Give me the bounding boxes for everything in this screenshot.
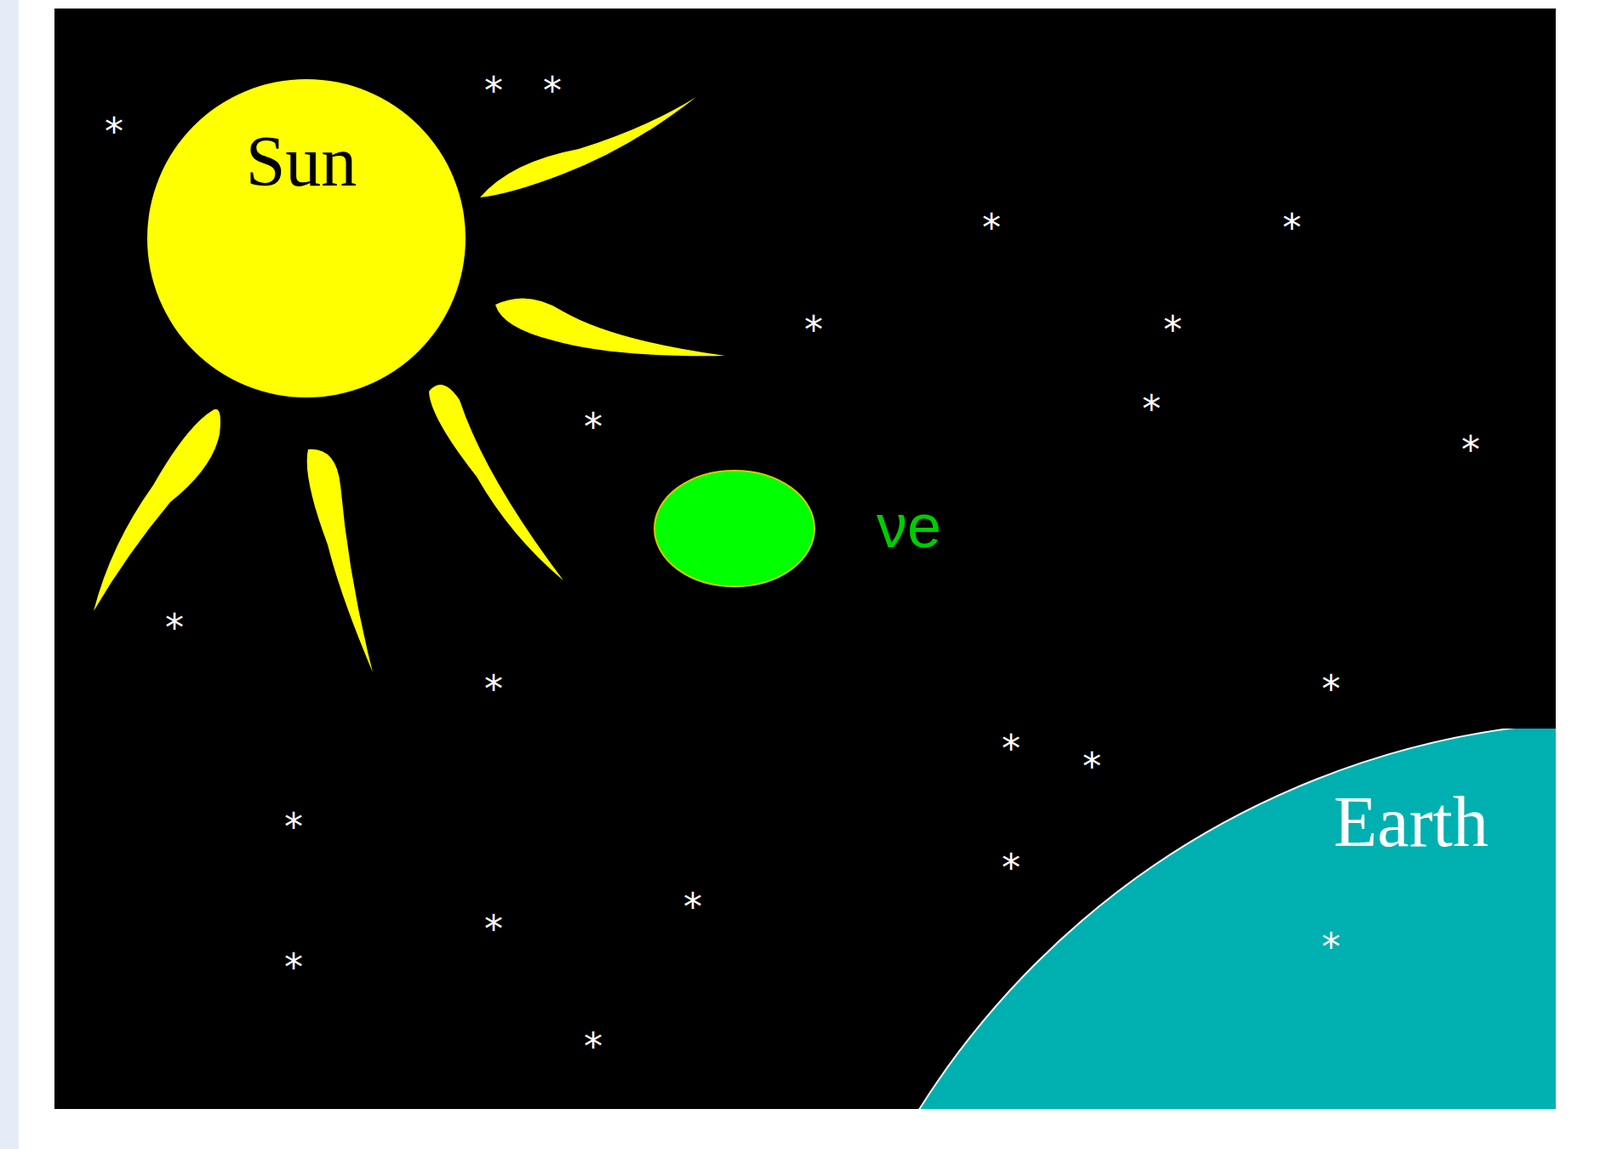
star-mark: * (484, 72, 503, 110)
star-mark: * (982, 209, 1001, 247)
sun-circle: Sun (146, 78, 467, 399)
sun-ray (480, 97, 697, 198)
neutrino-ellipse-shape (652, 468, 817, 589)
star-mark: * (1082, 748, 1102, 786)
star-mark: * (284, 808, 303, 846)
star-mark: * (104, 113, 124, 151)
star-mark: * (683, 888, 703, 926)
star-mark: * (1142, 390, 1161, 429)
earth-region: Earth (915, 728, 1556, 1109)
star-mark: * (1001, 849, 1021, 887)
node-label: Sun (245, 122, 358, 201)
star-mark: * (1321, 670, 1341, 709)
sun-ray (307, 449, 373, 673)
slide-edge (0, 0, 19, 1149)
sun-ray (495, 297, 726, 356)
star-mark: * (284, 948, 303, 987)
star-mark: * (484, 670, 503, 709)
star-mark: * (804, 311, 823, 349)
star-mark: * (1282, 209, 1302, 247)
star-mark: * (165, 609, 184, 647)
node-label: Earth (1333, 782, 1489, 862)
neutrino-ellipse: νe (652, 468, 817, 589)
earth-disc (915, 728, 1556, 1109)
star-mark: * (484, 910, 503, 949)
star-mark: * (583, 1028, 603, 1066)
sun-ray (428, 384, 564, 581)
neutrino-blob (654, 470, 815, 587)
star-mark: * (1001, 730, 1021, 768)
star-mark: * (1163, 311, 1183, 349)
sun-disc (147, 79, 466, 398)
star-mark: * (542, 72, 562, 110)
star-mark: * (1461, 431, 1480, 469)
node-label: νe (876, 492, 942, 560)
sun-ray (93, 409, 221, 612)
space-background (54, 8, 1556, 1109)
star-mark: * (1321, 928, 1341, 966)
star-mark: * (583, 408, 603, 446)
